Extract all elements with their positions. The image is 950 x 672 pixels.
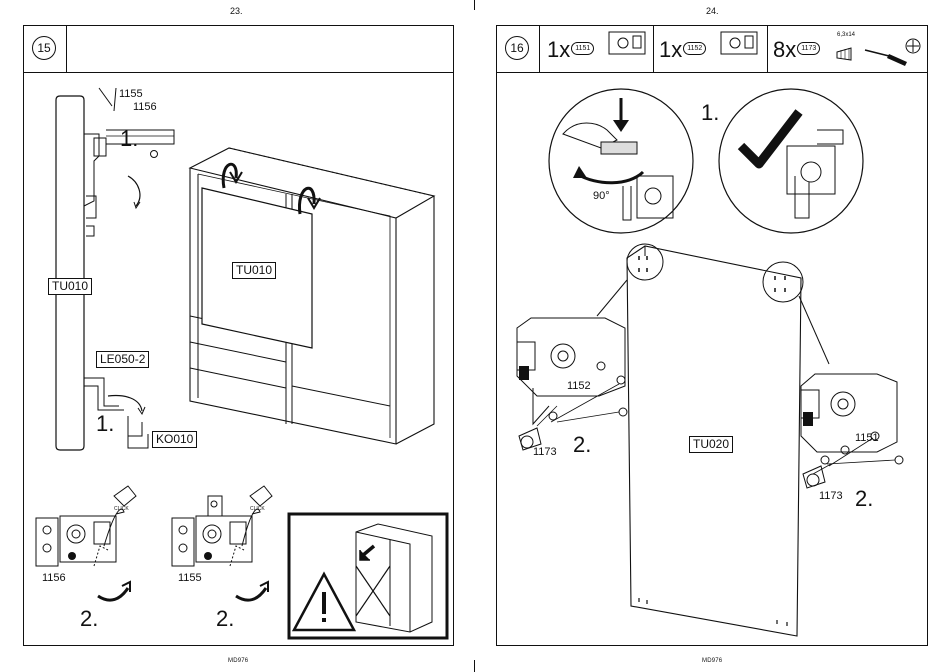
right-page-number: 24. [706, 6, 719, 16]
right-footer-code: MD976 [702, 658, 722, 664]
crop-mark-bottom [474, 660, 475, 672]
crop-mark-top [474, 0, 475, 10]
warning-box [24, 26, 455, 647]
left-page-frame: 15 1155 1156 1. TU010 LE050-2 1. KO010 [23, 25, 454, 646]
left-footer-code: MD976 [228, 658, 248, 664]
left-page-number: 23. [230, 6, 243, 16]
part-label-1173-b: 1173 [819, 490, 843, 502]
fitting-1151-illustration [497, 26, 929, 647]
step-2-label-right-b: 2. [855, 486, 873, 512]
part-label-1151: 1151 [855, 432, 879, 444]
